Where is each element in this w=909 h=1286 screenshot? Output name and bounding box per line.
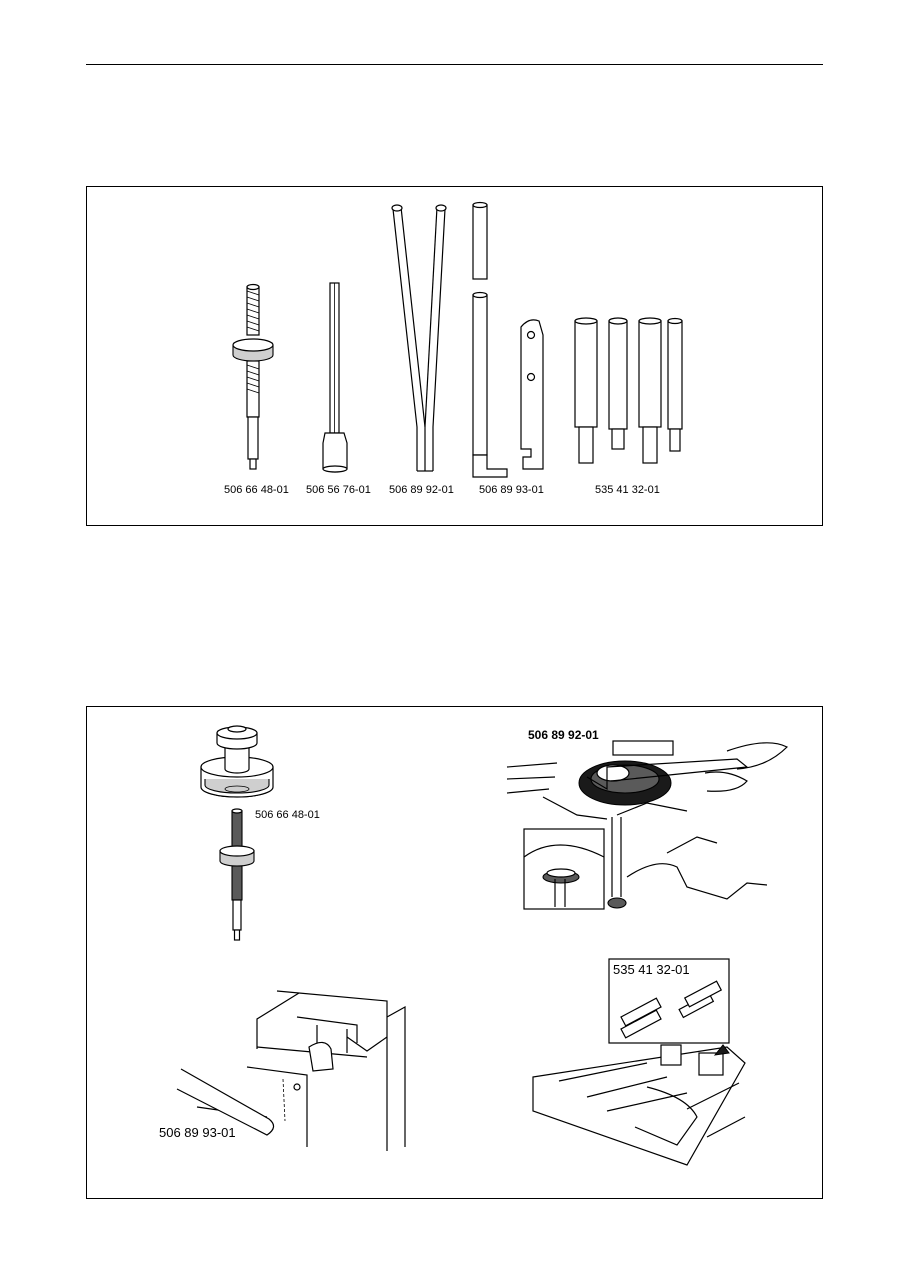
header-rule — [86, 64, 823, 65]
threaded-puller-tool — [232, 283, 274, 470]
part-number-label: 535 41 32-01 — [595, 484, 660, 496]
pulley-tool-label: 506 66 48-01 — [255, 809, 320, 821]
part-number-label: 506 56 76-01 — [306, 484, 371, 496]
spring-pliers-tool — [391, 204, 447, 472]
part-number-label: 506 66 48-01 — [224, 484, 289, 496]
bushing-install-illustration — [532, 958, 746, 1166]
tools-panel: 506 66 48-01 506 56 76-01 506 89 92-01 5… — [86, 186, 823, 526]
spring-hook-illustration — [176, 990, 406, 1151]
belt-tool-label: 506 89 92-01 — [528, 728, 599, 742]
hook-bar-tool — [472, 201, 508, 478]
belt-removal-illustration — [506, 740, 789, 910]
part-number-label: 506 89 92-01 — [389, 484, 454, 496]
socket-bar-tool — [322, 282, 348, 473]
tools-illustration — [232, 201, 683, 478]
spring-tool-label: 506 89 93-01 — [159, 1125, 236, 1140]
bushing-set-label: 535 41 32-01 — [613, 962, 690, 977]
part-number-label: 506 89 93-01 — [479, 484, 544, 496]
pulley-puller-illustration — [200, 725, 274, 941]
bushing-set-tool — [574, 317, 683, 464]
usage-illustration — [176, 725, 789, 1166]
tool-usage-panel: 506 66 48-01 506 89 92-01 506 89 93-01 5… — [86, 706, 823, 1199]
lever-plate-tool — [520, 319, 544, 470]
